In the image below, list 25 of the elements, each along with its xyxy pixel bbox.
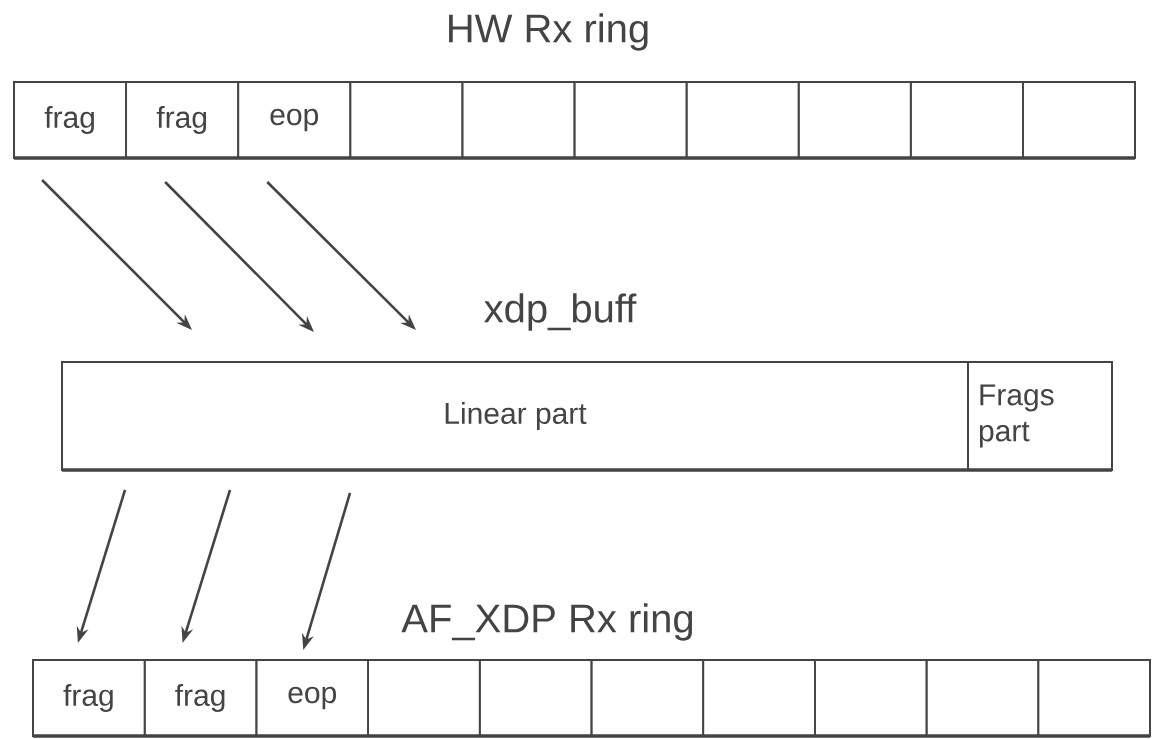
ring-cell: frag xyxy=(13,81,127,159)
ring-cell xyxy=(1022,81,1136,159)
ring-cell xyxy=(573,81,688,159)
ring-cell: frag xyxy=(32,659,146,737)
ring-cell xyxy=(814,659,928,737)
node-label: HW Rx ring xyxy=(449,13,648,51)
ring-cell xyxy=(367,659,481,737)
part-box: Linear part xyxy=(61,361,969,471)
node-label: AF_XDP Rx ring xyxy=(401,603,693,641)
ring-cell xyxy=(685,81,800,159)
cell: Frags part xyxy=(967,361,1113,471)
node-label: xdp_buff xyxy=(484,293,637,331)
ring-cell xyxy=(1037,659,1151,737)
ring-cell: eop xyxy=(237,81,352,159)
ring-cell: frag xyxy=(143,659,258,737)
ring-cell xyxy=(478,659,593,737)
ring-cell xyxy=(925,659,1040,737)
ring-cell xyxy=(590,659,705,737)
ring-cell: eop xyxy=(255,659,369,737)
ring-cell xyxy=(349,81,464,159)
ring-cell xyxy=(797,81,912,159)
ring-cell xyxy=(702,659,816,737)
ring-cell xyxy=(909,81,1024,159)
ring-cell: frag xyxy=(125,81,240,159)
ring-cell xyxy=(461,81,576,159)
